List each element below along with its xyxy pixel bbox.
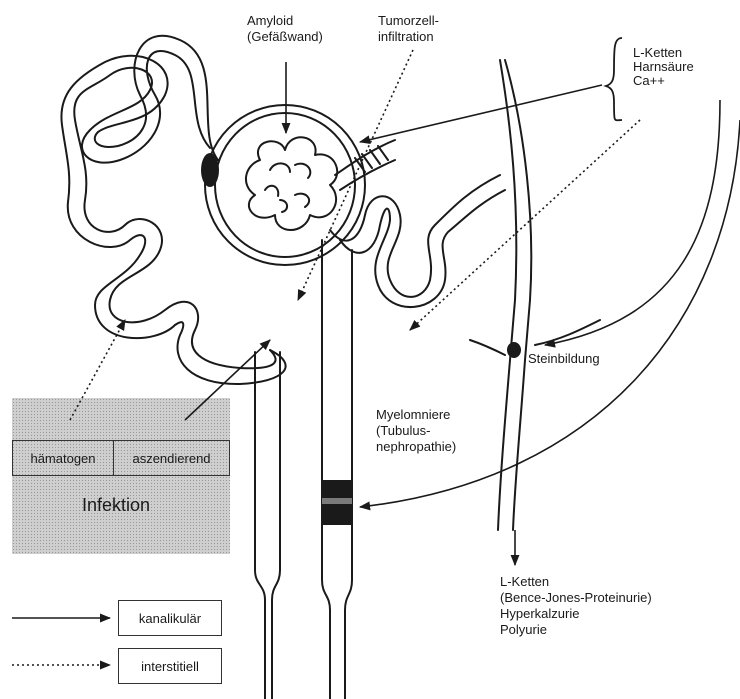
label-urine-line2: (Bence-Jones-Proteinurie) xyxy=(500,590,652,606)
label-deposits-line3: Ca++ xyxy=(633,74,694,88)
label-amyloid-line2: (Gefäßwand) xyxy=(247,29,323,45)
label-myelomniere-line2: (Tubulus- xyxy=(376,423,456,439)
descending-limb xyxy=(255,352,265,699)
label-urine-line3: Hyperkalzurie xyxy=(500,606,652,622)
arrow-steinbildung xyxy=(545,100,720,345)
stone xyxy=(507,342,521,358)
label-urine: L-Ketten (Bence-Jones-Proteinurie) Hyper… xyxy=(500,574,652,638)
label-deposits-line2: Harnsäure xyxy=(633,60,694,74)
brace xyxy=(606,38,622,120)
label-deposits: L-Ketten Harnsäure Ca++ xyxy=(633,46,694,88)
label-urine-line4: Polyurie xyxy=(500,622,652,638)
collecting-duct xyxy=(322,240,330,699)
label-tumorzell-line2: infiltration xyxy=(378,29,439,45)
label-amyloid: Amyloid (Gefäßwand) xyxy=(247,13,323,45)
juxtaglomerular-mark xyxy=(201,153,219,187)
legend-solid-label: kanalikulär xyxy=(139,611,201,626)
label-tumorzell: Tumorzell- infiltration xyxy=(378,13,439,45)
label-urine-line1: L-Ketten xyxy=(500,574,652,590)
arrow-aszendierend xyxy=(185,340,270,420)
arrow-deposits-tubule xyxy=(360,85,602,142)
label-deposits-line1: L-Ketten xyxy=(633,46,694,60)
arrow-deposits-interstitium xyxy=(410,120,640,330)
label-myelomniere-line1: Myelomniere xyxy=(376,407,456,423)
glomerular-loops xyxy=(246,137,337,230)
vessel-left xyxy=(498,60,516,530)
label-myelomniere: Myelomniere (Tubulus- nephropathie) xyxy=(376,407,456,455)
label-myelomniere-line3: nephropathie) xyxy=(376,439,456,455)
legend-dotted: interstitiell xyxy=(118,648,222,684)
label-tumorzell-line1: Tumorzell- xyxy=(378,13,439,29)
proximal-tubule-inner xyxy=(61,36,285,384)
label-amyloid-line1: Amyloid xyxy=(247,13,323,29)
proximal-tubule-outer xyxy=(74,51,275,368)
label-steinbildung: Steinbildung xyxy=(528,351,600,367)
legend-dotted-label: interstitiell xyxy=(141,659,199,674)
arrow-tumorzell xyxy=(298,50,413,300)
legend-solid: kanalikulär xyxy=(118,600,222,636)
